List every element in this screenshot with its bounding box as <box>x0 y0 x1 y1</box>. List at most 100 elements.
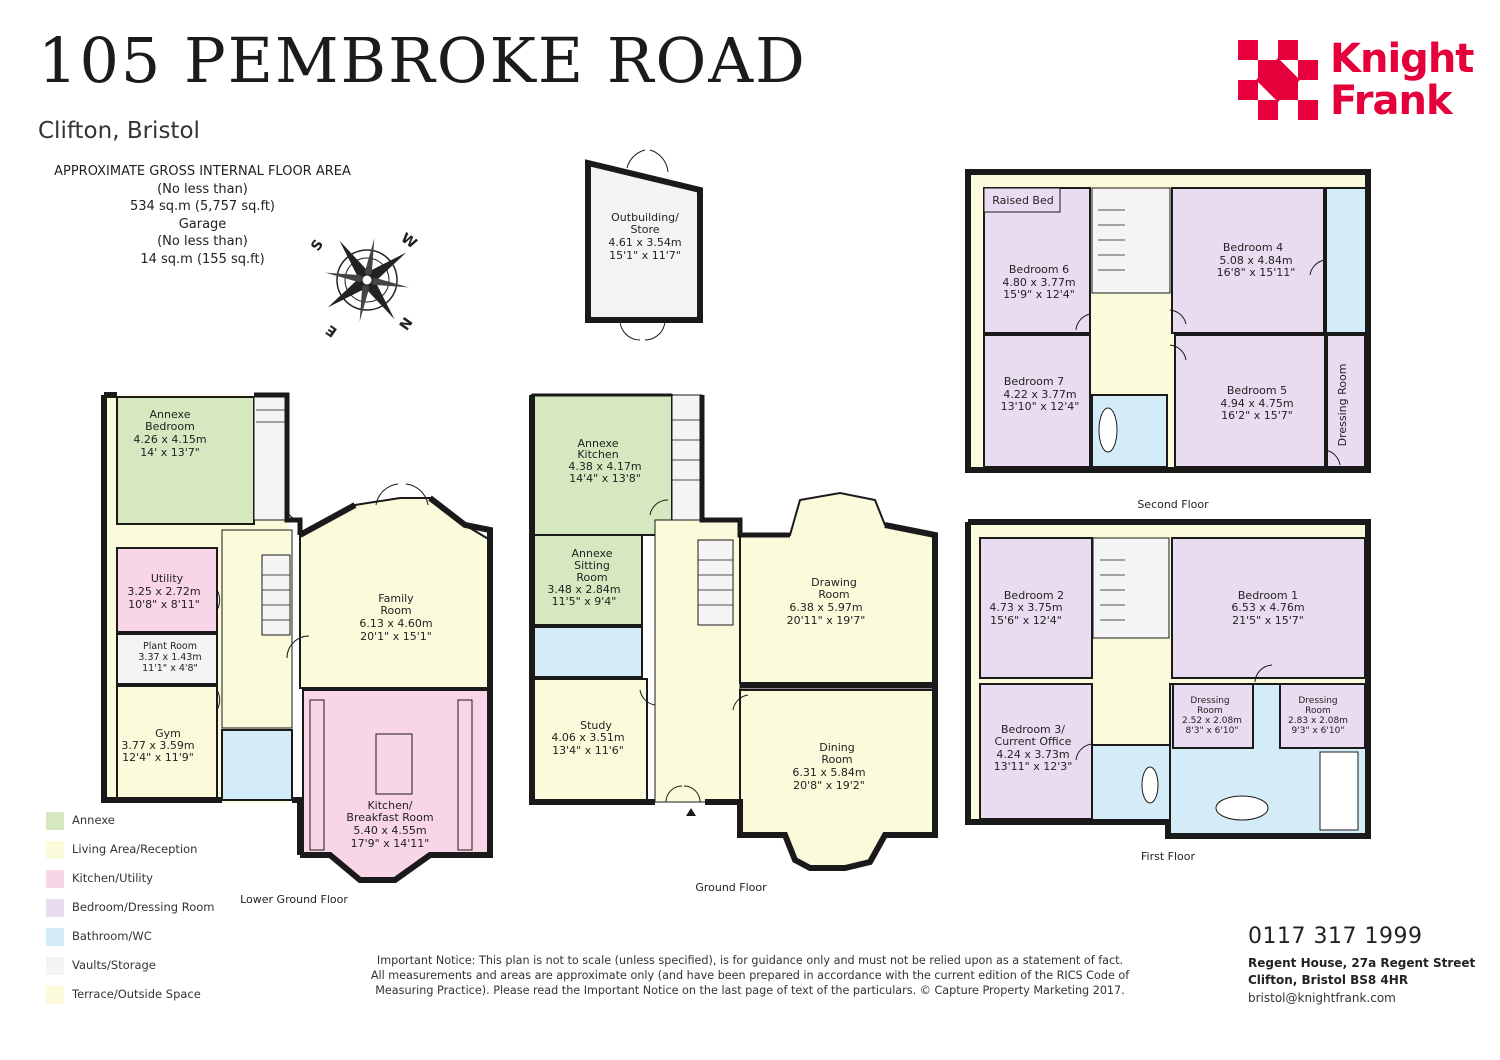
bedroom1-imperial: 21'5" x 15'7" <box>1232 614 1304 627</box>
family-room-imperial: 20'1" x 15'1" <box>360 630 432 643</box>
study-label: Study <box>580 719 612 732</box>
outbuilding-label-2: Store <box>630 223 659 236</box>
legend-swatch-bedroom <box>46 899 64 917</box>
bedroom1-metric: 6.53 x 4.76m <box>1231 601 1304 614</box>
drawing-room-label-2: Room <box>818 588 849 601</box>
drawing-room-imperial: 20'11" x 19'7" <box>787 614 866 627</box>
bedroom6-imperial: 15'9" x 12'4" <box>1003 288 1075 301</box>
dressing-b-imperial: 9'3" x 6'10" <box>1292 726 1345 736</box>
bedroom3-label: Bedroom 3/ <box>1001 723 1065 736</box>
bedroom6-label: Bedroom 6 <box>1009 263 1069 276</box>
garage-total: 14 sq.m (155 sq.ft) <box>140 251 265 267</box>
legend-swatch-storage <box>46 957 64 975</box>
utility-label: Utility <box>151 572 184 585</box>
kitchen-label-2: Breakfast Room <box>346 811 433 824</box>
garage-qualifier: (No less than) <box>157 234 248 249</box>
compass-w-label: W <box>398 230 420 252</box>
annexe-bedroom-label: Annexe <box>150 408 191 421</box>
notice-line-2: All measurements and areas are approxima… <box>370 969 1130 982</box>
gym-imperial: 12'4" x 11'9" <box>122 751 194 764</box>
legend-label-kitchen: Kitchen/Utility <box>72 871 153 885</box>
dining-room-label: Dining <box>819 741 855 754</box>
first-floor-label: First Floor <box>1141 850 1195 863</box>
kitchen-label: Kitchen/ <box>367 799 412 812</box>
legend-swatch-living <box>46 841 64 859</box>
bedroom2-metric: 4.73 x 3.75m <box>989 601 1062 614</box>
ground-floor-label: Ground Floor <box>695 881 767 894</box>
legend-label-bathroom: Bathroom/WC <box>72 929 152 943</box>
page-subtitle: Clifton, Bristol <box>38 118 200 144</box>
compass-n-label: N <box>395 314 415 333</box>
family-room-label-2: Room <box>380 604 411 617</box>
dressing-a-label-2: Room <box>1197 706 1223 716</box>
kitchen-metric: 5.40 x 4.55m <box>353 824 426 837</box>
compass-icon <box>325 238 409 322</box>
bedroom7-imperial: 13'10" x 12'4" <box>1001 400 1080 413</box>
garage-heading: Garage <box>178 216 227 232</box>
second-floor-label: Second Floor <box>1137 498 1209 511</box>
compass-s-label: S <box>308 237 327 254</box>
plant-room-imperial: 11'1" x 4'8" <box>142 663 198 674</box>
utility-metric: 3.25 x 2.72m <box>127 585 200 598</box>
bedroom1-label: Bedroom 1 <box>1238 589 1298 602</box>
bedroom7-metric: 4.22 x 3.77m <box>1003 388 1076 401</box>
bedroom2-imperial: 15'6" x 12'4" <box>990 614 1062 627</box>
annexe-kitchen-metric: 4.38 x 4.17m <box>568 460 641 473</box>
legend-label-bedroom: Bedroom/Dressing Room <box>72 900 215 914</box>
area-heading: APPROXIMATE GROSS INTERNAL FLOOR AREA <box>54 164 351 179</box>
notice-line-3: Measuring Practice). Please read the Imp… <box>375 984 1125 997</box>
annexe-sitting-imperial: 11'5" x 9'4" <box>552 595 617 608</box>
notice-line-1: Important Notice: This plan is not to sc… <box>376 954 1124 967</box>
area-qualifier: (No less than) <box>157 181 248 197</box>
annexe-sitting-metric: 3.48 x 2.84m <box>547 583 620 596</box>
outbuilding-plan <box>585 149 703 341</box>
ground-floor-plan <box>529 393 938 871</box>
knight-frank-logo-icon <box>1238 40 1318 120</box>
bedroom3-imperial: 13'11" x 12'3" <box>994 760 1073 773</box>
kitchen-imperial: 17'9" x 14'11" <box>351 837 430 850</box>
dressing-a-imperial: 8'3" x 6'10" <box>1186 726 1239 736</box>
legend-label-storage: Vaults/Storage <box>72 958 156 972</box>
floor-area-summary: APPROXIMATE GROSS INTERNAL FLOOR AREA (N… <box>30 163 375 268</box>
legend-swatch-kitchen <box>46 870 64 888</box>
legend-swatch-terrace <box>46 986 64 1004</box>
brand-name-line1: Knight <box>1330 36 1474 82</box>
bedroom5-label: Bedroom 5 <box>1227 384 1287 397</box>
family-room-label: Family <box>378 592 414 605</box>
first-floor-plan <box>965 519 1371 839</box>
annexe-kitchen-label: Annexe <box>578 437 619 450</box>
outbuilding-metric: 4.61 x 3.54m <box>608 236 681 249</box>
lower-ground-floor-plan <box>101 392 493 883</box>
email-link[interactable]: bristol@knightfrank.com <box>1248 991 1396 1005</box>
plant-room-metric: 3.37 x 1.43m <box>138 652 201 663</box>
phone-number[interactable]: 0117 317 1999 <box>1248 924 1423 949</box>
dressing-a-metric: 2.52 x 2.08m <box>1182 716 1242 726</box>
gym-label: Gym <box>155 727 181 740</box>
dressing-b-label: Dressing <box>1298 696 1337 706</box>
bedroom7-label: Bedroom 7 <box>1004 375 1064 388</box>
bedroom4-imperial: 16'8" x 15'11" <box>1217 266 1296 279</box>
important-notice: Important Notice: This plan is not to sc… <box>360 953 1140 998</box>
drawing-room-label: Drawing <box>811 576 857 589</box>
dressing-b-label-2: Room <box>1305 706 1331 716</box>
lower-ground-floor-label: Lower Ground Floor <box>240 893 348 906</box>
annexe-sitting-label-2: Sitting <box>574 559 610 572</box>
legend-swatch-bathroom <box>46 928 64 946</box>
bedroom5-metric: 4.94 x 4.75m <box>1220 397 1293 410</box>
page-title: 105 PEMBROKE ROAD <box>38 24 807 97</box>
legend-label-annexe: Annexe <box>72 813 115 827</box>
drawing-room-metric: 6.38 x 5.97m <box>789 601 862 614</box>
study-metric: 4.06 x 3.51m <box>551 731 624 744</box>
contact-block: 0117 317 1999 Regent House, 27a Regent S… <box>1248 924 1475 1005</box>
annexe-kitchen-imperial: 14'4" x 13'8" <box>569 472 641 485</box>
family-room-metric: 6.13 x 4.60m <box>359 617 432 630</box>
annexe-bedroom-metric: 4.26 x 4.15m <box>133 433 206 446</box>
legend-swatch-annexe <box>46 812 64 830</box>
dressing-b-metric: 2.83 x 2.08m <box>1288 716 1348 726</box>
second-floor-plan <box>965 169 1371 473</box>
address-line-1: Regent House, 27a Regent Street <box>1248 956 1476 970</box>
dressing-a-label: Dressing <box>1190 696 1229 706</box>
bedroom5-imperial: 16'2" x 15'7" <box>1221 409 1293 422</box>
annexe-sitting-label-3: Room <box>576 571 607 584</box>
